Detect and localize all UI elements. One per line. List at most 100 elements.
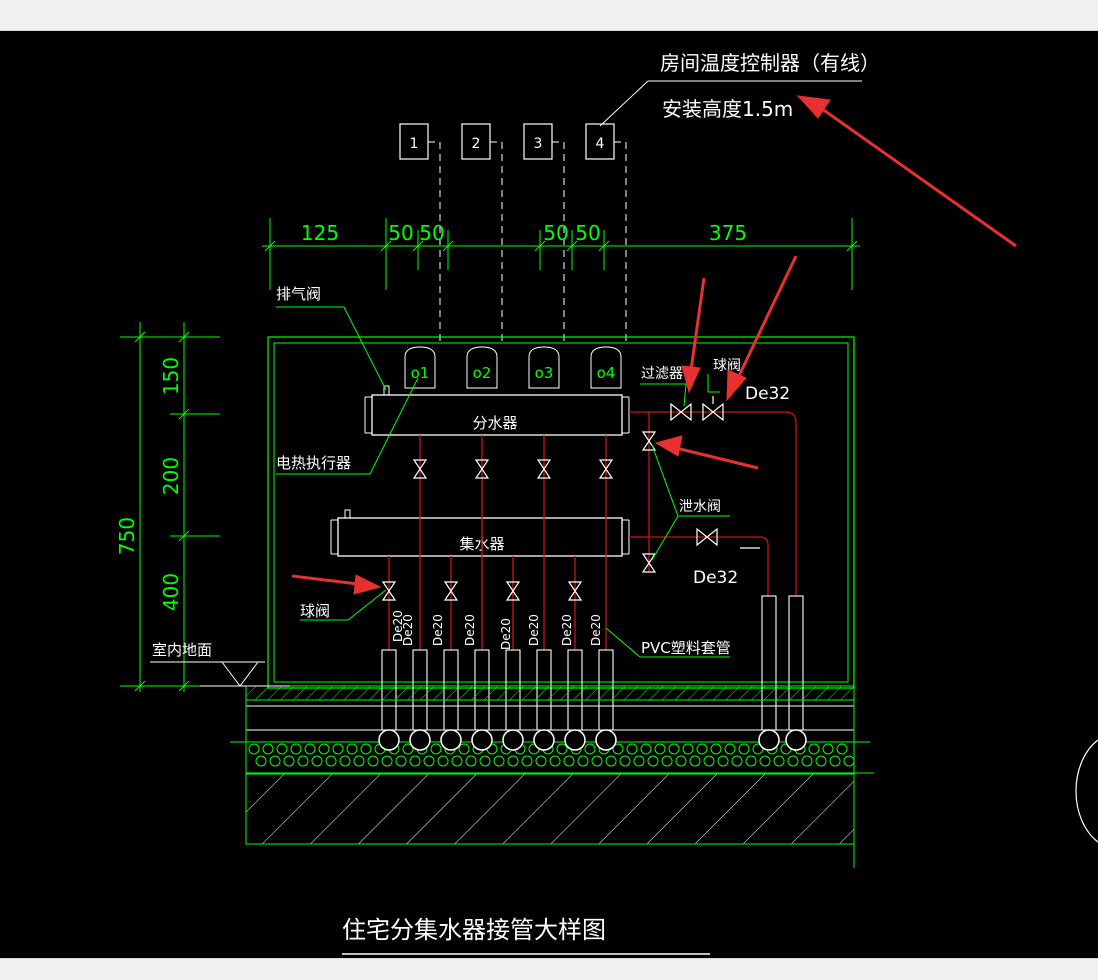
distributor-label: 分水器: [472, 414, 517, 432]
svg-text:400: 400: [159, 573, 183, 611]
gravel-circle: [255, 755, 267, 767]
gravel-circle: [668, 743, 680, 755]
gravel-circle: [738, 743, 750, 755]
gravel-circle: [584, 743, 596, 755]
floor-pipe-circle: [378, 729, 400, 751]
gravel-circle: [395, 755, 407, 767]
svg-text:o3: o3: [535, 364, 554, 382]
gravel-circle: [360, 743, 372, 755]
floor-pipe-circle: [785, 729, 807, 751]
inline-valves: [641, 396, 760, 573]
gravel-circle: [626, 743, 638, 755]
left-dimensions: [120, 322, 270, 692]
gravel-circle: [675, 755, 687, 767]
svg-text:De20: De20: [401, 614, 415, 646]
edge-circle: [1075, 739, 1098, 843]
svg-text:200: 200: [159, 457, 183, 495]
floor-pipe-circle: [502, 729, 524, 751]
gravel-circle: [633, 755, 645, 767]
status-bar: [0, 958, 1098, 980]
svg-text:De20: De20: [499, 618, 513, 650]
actuator-label: 电热执行器: [276, 454, 351, 472]
de32-bottom-label: De32: [693, 568, 738, 588]
gravel-circle: [451, 755, 463, 767]
gravel-circle: [829, 755, 841, 767]
gravel-circle: [276, 743, 288, 755]
ball-valve-left-label: 球阀: [300, 602, 330, 620]
gravel-circle: [479, 755, 491, 767]
gravel-circle: [381, 755, 393, 767]
gravel-circle: [619, 755, 631, 767]
gravel-circle: [367, 755, 379, 767]
svg-text:125: 125: [301, 221, 339, 245]
floor-pipe-circle: [471, 729, 493, 751]
svg-text:De20: De20: [560, 614, 574, 646]
ball-valve-top-label: 球阀: [713, 358, 741, 374]
gravel-circle: [269, 755, 281, 767]
gravel-circle: [689, 755, 701, 767]
gravel-circle: [563, 755, 575, 767]
svg-text:150: 150: [159, 357, 183, 395]
gravel-circle: [283, 755, 295, 767]
return-ball-valves: [381, 581, 583, 601]
dimension-total: 750: [115, 517, 139, 555]
gravel-circle: [577, 755, 589, 767]
controller-1: 1: [410, 136, 419, 152]
gravel-circle: [409, 755, 421, 767]
controller-label: 房间温度控制器（有线）: [660, 51, 880, 75]
drawing-title: 住宅分集水器接管大样图: [342, 916, 710, 955]
gravel-circle: [612, 743, 624, 755]
air-vent-label: 排气阀: [276, 285, 321, 303]
controller-2: 2: [472, 136, 481, 152]
gravel-circle: [773, 755, 785, 767]
collector-manifold: 集水器: [330, 509, 630, 557]
gravel-circle: [710, 743, 722, 755]
gravel-circle: [654, 743, 666, 755]
gravel-circle: [465, 755, 477, 767]
gravel-circle: [605, 755, 617, 767]
pipe-size-labels: De20 De20 De20 De20 De20 De20 De20 De20: [391, 610, 603, 650]
svg-text:De20: De20: [431, 614, 445, 646]
gravel-circle: [647, 755, 659, 767]
gravel-circle: [507, 755, 519, 767]
gravel-circle: [752, 743, 764, 755]
leader-lines: [276, 306, 730, 658]
gravel-circle: [262, 743, 274, 755]
annotation-arrows: [291, 95, 1017, 595]
svg-text:o4: o4: [597, 364, 616, 382]
component-labels: 排气阀 电热执行器 过滤器 球阀 De32 泄水阀 De32 球阀 PVC塑料套…: [276, 285, 790, 657]
floor-level-marker: 室内地面: [150, 641, 290, 687]
svg-text:o1: o1: [411, 364, 430, 382]
gravel-circle: [801, 755, 813, 767]
gravel-circle: [304, 743, 316, 755]
floor-pipe-sections: [378, 729, 807, 751]
floor-pipe-circle: [409, 729, 431, 751]
distributor-manifold: 分水器: [364, 385, 630, 436]
gravel-circle: [430, 743, 442, 755]
svg-text:De20: De20: [391, 610, 405, 642]
floor-pipe-circle: [564, 729, 586, 751]
gravel-circle: [297, 755, 309, 767]
controller-callout: 房间温度控制器（有线） 安装高度1.5m: [599, 51, 880, 127]
svg-text:375: 375: [709, 221, 747, 245]
svg-text:50: 50: [543, 221, 568, 245]
gravel-circle: [724, 743, 736, 755]
top-dimension-texts: 125 50 50 50 50 375: [301, 221, 747, 245]
gravel-circle: [423, 755, 435, 767]
svg-text:50: 50: [419, 221, 444, 245]
gravel-circle: [731, 755, 743, 767]
cad-canvas[interactable]: 房间温度控制器（有线） 安装高度1.5m 1 2 3 4: [0, 31, 1098, 958]
gravel-circle: [493, 755, 505, 767]
floor-construction: [230, 685, 874, 868]
left-dimension-texts: 150 200 400 750: [115, 357, 183, 611]
gravel-circle: [353, 755, 365, 767]
gravel-circle: [640, 743, 652, 755]
gravel-circle: [787, 755, 799, 767]
title-text: 住宅分集水器接管大样图: [342, 916, 606, 944]
gravel-circle: [682, 743, 694, 755]
gravel-circle: [521, 755, 533, 767]
top-dimensions: [262, 218, 860, 290]
floor-pipe-circle: [440, 729, 462, 751]
gravel-circle: [696, 743, 708, 755]
gravel-circle: [556, 743, 568, 755]
